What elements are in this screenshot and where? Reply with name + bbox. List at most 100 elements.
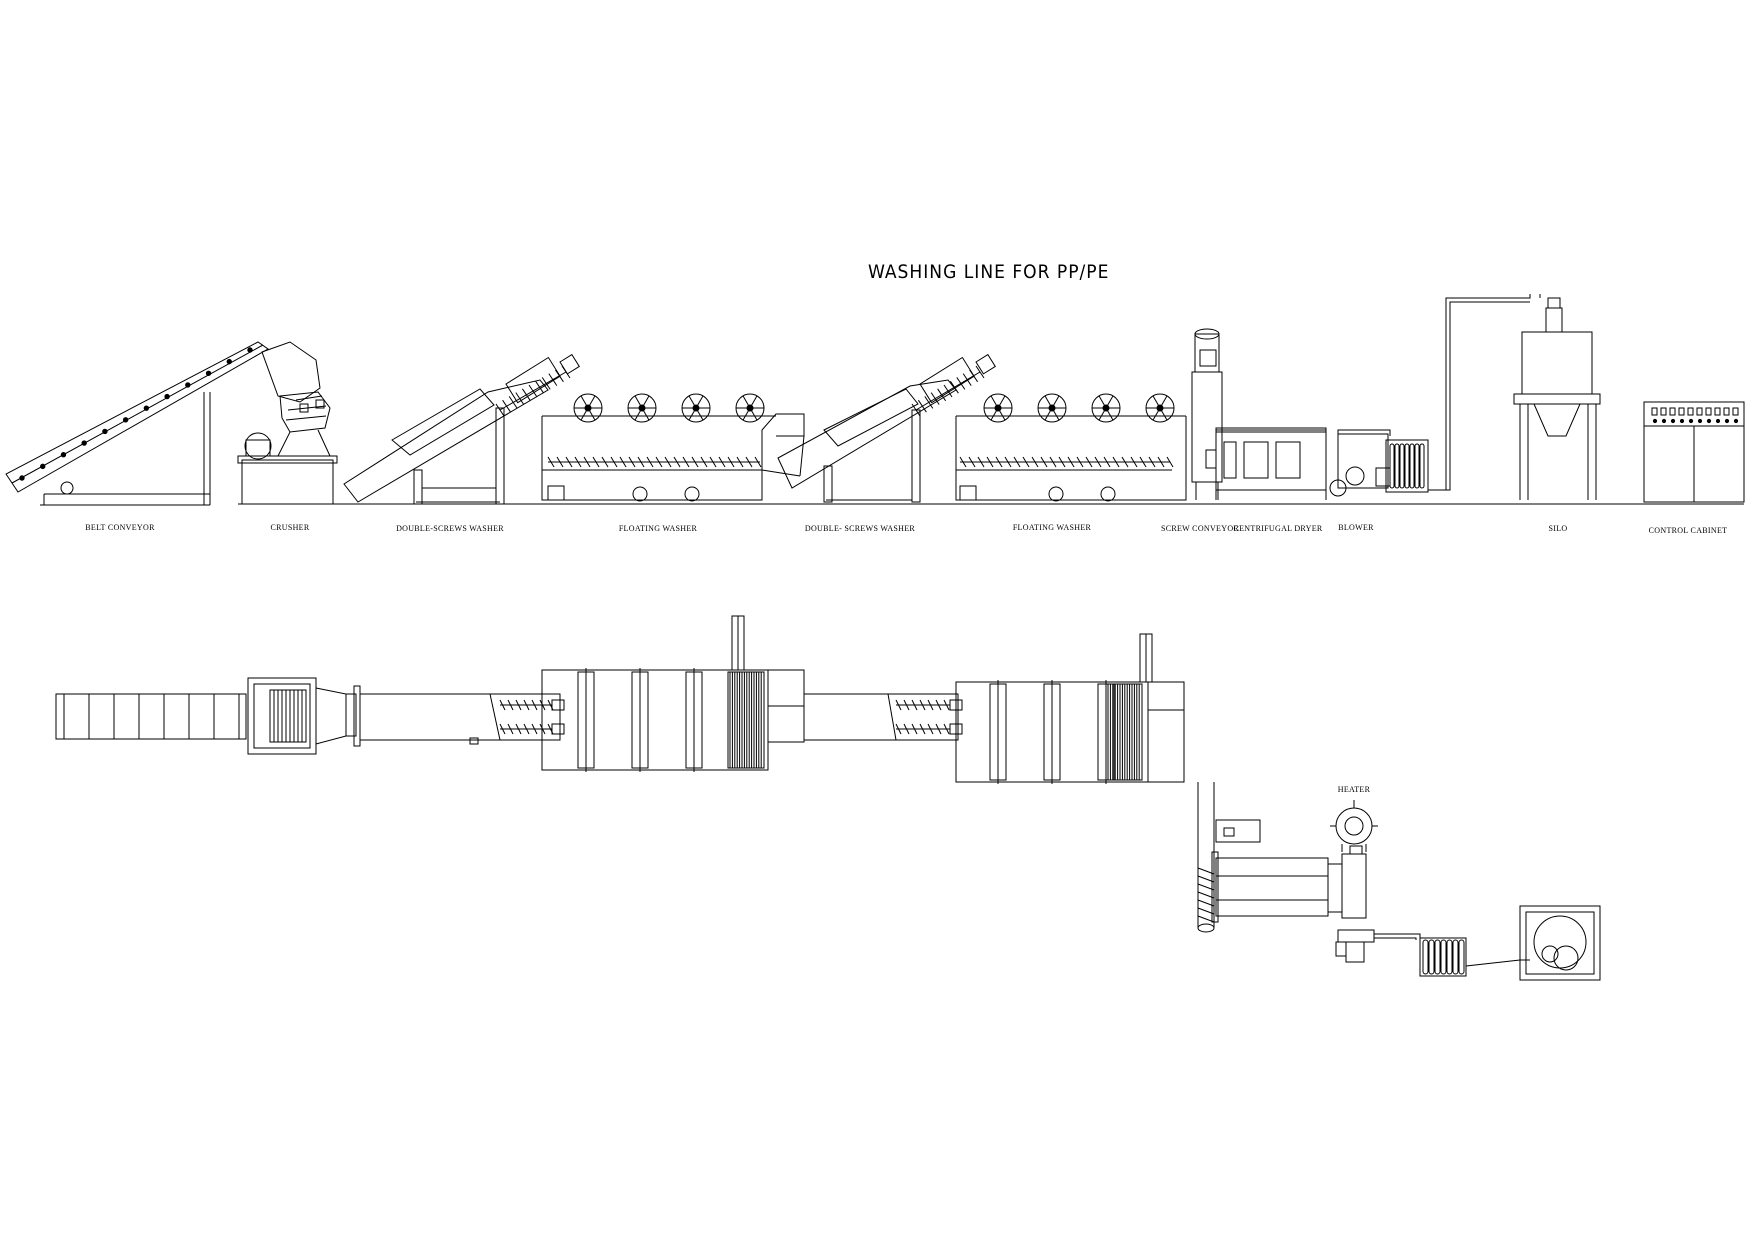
paddle-spoke <box>689 396 696 408</box>
belt-roller-dot <box>103 429 107 433</box>
belt-conveyor-plan <box>56 694 246 739</box>
belt-roller-dot <box>227 359 231 363</box>
screw-flight <box>509 396 517 408</box>
screw-flight <box>638 457 644 467</box>
cabinet-button <box>1698 419 1701 422</box>
screw-flight <box>602 457 608 467</box>
coil-loop <box>1435 940 1440 974</box>
screw-flight <box>1131 457 1137 467</box>
screw-flight <box>912 700 917 710</box>
screw-flight <box>920 724 925 734</box>
paddle-spoke <box>696 396 703 408</box>
paddle-spoke <box>581 396 588 408</box>
paddle-spoke <box>635 396 642 408</box>
duct-1-plan <box>360 694 540 744</box>
belt-roller-dot <box>123 418 127 422</box>
screen-frame <box>728 672 764 768</box>
screw-flight <box>1167 457 1173 467</box>
label-control-cabinet: CONTROL CABINET <box>1649 526 1728 535</box>
blower-plan <box>1336 846 1374 962</box>
blower-elevation <box>1330 430 1390 496</box>
paddle-spoke <box>1045 408 1052 420</box>
cabinet-button <box>1716 419 1719 422</box>
paddle-spoke <box>1106 408 1113 420</box>
screw-flight <box>938 389 946 401</box>
screw-flight <box>1113 457 1119 467</box>
screw-flight <box>1032 457 1038 467</box>
screw-flight <box>584 457 590 467</box>
label-silo: SILO <box>1549 524 1568 533</box>
paddle-spoke <box>991 396 998 408</box>
paddle-spoke <box>1045 396 1052 408</box>
floating-washer-2-plan <box>956 634 1184 784</box>
label-floating-washer-2: FLOATING WASHER <box>1013 523 1092 532</box>
screw-flight <box>611 457 617 467</box>
screw-flight <box>969 457 975 467</box>
paddle-spoke <box>750 408 757 420</box>
cabinet-indicator <box>1670 408 1675 415</box>
screw-flight <box>928 700 933 710</box>
label-crusher: CRUSHER <box>271 523 310 532</box>
cabinet-indicator <box>1661 408 1666 415</box>
paddle-spoke <box>1099 408 1106 420</box>
screw-flight <box>496 404 504 416</box>
screw-flight <box>950 381 958 393</box>
paddle-spoke <box>1106 396 1113 408</box>
screw-flight <box>925 396 933 408</box>
screw-flight <box>944 385 952 397</box>
heater-plan <box>1330 800 1378 852</box>
cabinet-button <box>1680 419 1683 422</box>
screw-conveyor-plan <box>1197 782 1215 933</box>
screw-flight <box>575 457 581 467</box>
screw-flight <box>944 700 949 710</box>
screw-flight <box>500 700 505 710</box>
coil-loop <box>1415 444 1419 488</box>
double-screws-washer-2-plan <box>888 694 962 740</box>
paddle-spoke <box>581 408 588 420</box>
screw-flight <box>692 457 698 467</box>
screw-flight <box>1095 457 1101 467</box>
belt-roller-dot <box>41 464 45 468</box>
drawing-title: WASHING LINE FOR PP/PE <box>868 261 1109 283</box>
crusher-elevation <box>238 342 337 504</box>
silo-plan <box>1520 906 1600 980</box>
elevation-view <box>6 294 1744 505</box>
paddle-spoke <box>588 396 595 408</box>
screw-flight <box>536 381 544 393</box>
screw-flight <box>629 457 635 467</box>
screw-flight <box>529 385 537 397</box>
label-heater: HEATER <box>1338 785 1371 794</box>
screw-flight <box>936 724 941 734</box>
coil-loop <box>1420 444 1424 488</box>
screw-flight <box>1050 457 1056 467</box>
label-screw-conveyor: SCREW CONVEYOR <box>1161 524 1239 533</box>
floating-washer-1-plan <box>542 616 804 772</box>
paddle-spoke <box>998 396 1005 408</box>
cabinet-indicator <box>1706 408 1711 415</box>
control-cabinet-elevation <box>1644 402 1744 502</box>
paddle-spoke <box>689 408 696 420</box>
duct-2-plan <box>804 694 900 740</box>
centrifugal-dryer-plan <box>1212 820 1342 922</box>
paddle-spoke <box>1153 396 1160 408</box>
screw-flight <box>896 724 901 734</box>
coil-loop <box>1453 940 1458 974</box>
belt-roller-dot <box>144 406 148 410</box>
screw-flight <box>557 457 563 467</box>
cabinet-button <box>1671 419 1674 422</box>
screw-flight <box>1149 457 1155 467</box>
screw-flight <box>516 724 521 734</box>
screw-flight <box>918 400 926 412</box>
pipe-plan <box>1374 934 1530 976</box>
paddle-spoke <box>696 408 703 420</box>
coil-loop <box>1429 940 1434 974</box>
screw-flight <box>920 700 925 710</box>
paddle-spoke <box>642 408 649 420</box>
paddle-spoke <box>1153 408 1160 420</box>
paddle-spoke <box>1052 408 1059 420</box>
cabinet-indicator <box>1697 408 1702 415</box>
screw-flight <box>936 700 941 710</box>
paddle-spoke <box>1160 396 1167 408</box>
screw-flight <box>976 366 984 378</box>
screw-flight <box>1198 916 1214 922</box>
